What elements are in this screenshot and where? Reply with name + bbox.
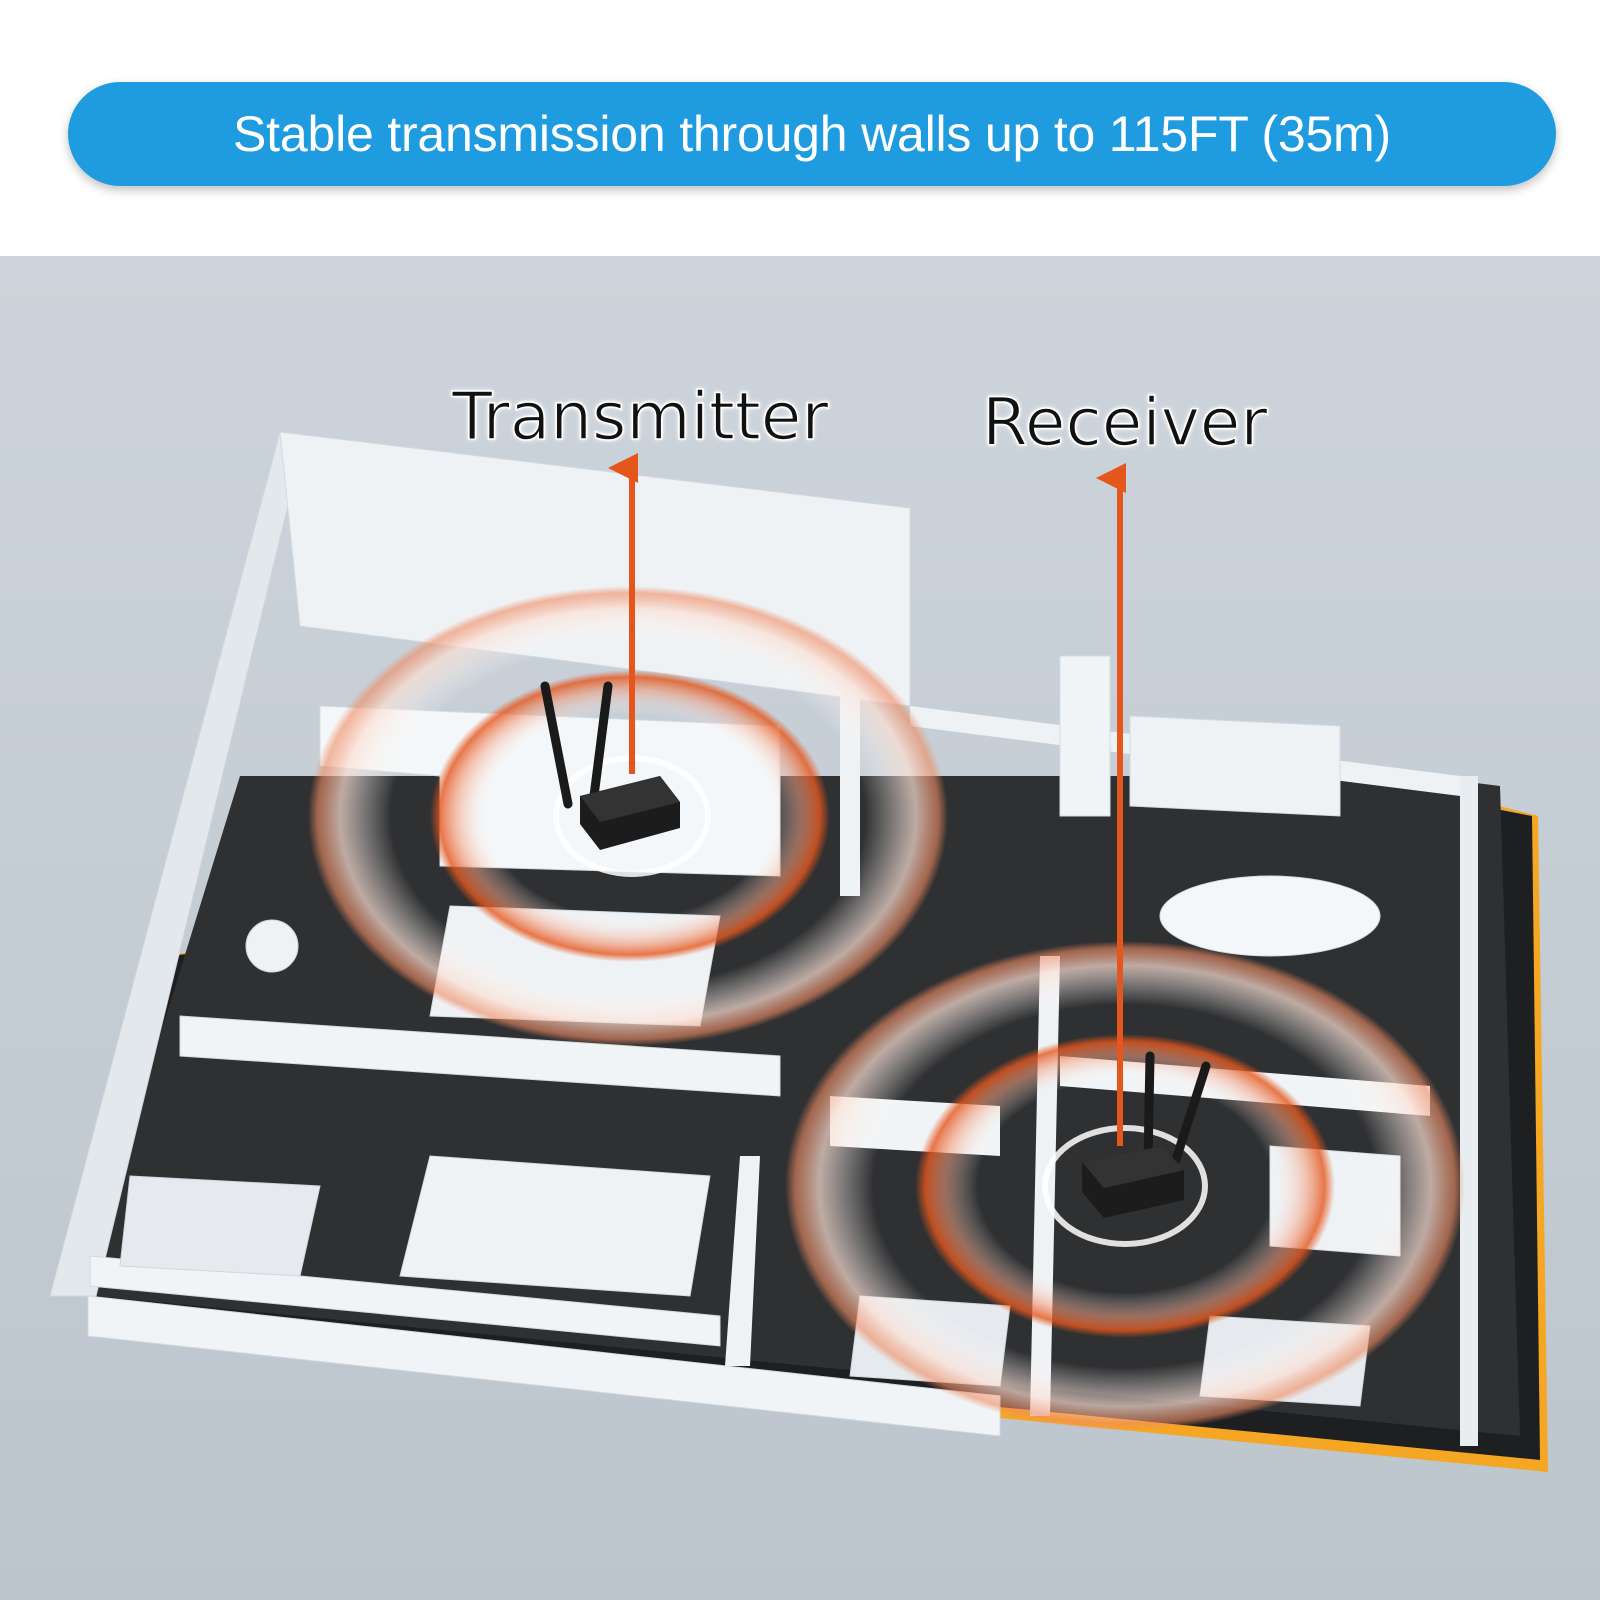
wall-bed bbox=[89, 1255, 721, 1347]
receiver-device bbox=[1082, 1051, 1211, 1218]
front-wall bbox=[87, 1295, 1001, 1437]
transmitter-label: Transmitter bbox=[451, 377, 829, 456]
bed-2 bbox=[119, 1175, 321, 1277]
bed-1 bbox=[399, 1155, 711, 1297]
dining-table bbox=[1159, 875, 1381, 957]
wall-mid-v bbox=[725, 1156, 760, 1366]
headline-text: Stable transmission through walls up to … bbox=[233, 106, 1391, 162]
transmitter-device bbox=[540, 681, 680, 850]
lamp bbox=[245, 919, 299, 973]
rx-wave-inner bbox=[1042, 1125, 1208, 1247]
right-wall bbox=[1460, 776, 1478, 1446]
kitchen-counter bbox=[1129, 715, 1341, 817]
floorplan-scene bbox=[0, 256, 1600, 1600]
fridge bbox=[1059, 655, 1111, 817]
headline-banner: Stable transmission through walls up to … bbox=[68, 82, 1556, 186]
receiver-label: Receiver bbox=[981, 383, 1268, 462]
